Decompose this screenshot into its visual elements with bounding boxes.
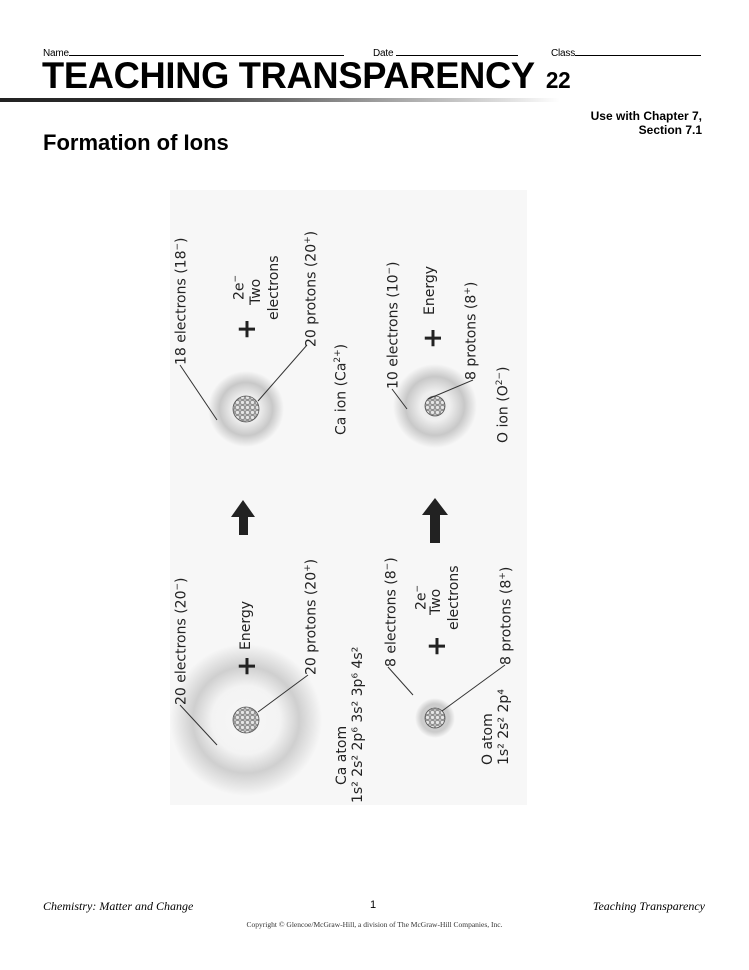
ca-ion-protons-label: 20 protons (20+) bbox=[303, 230, 320, 347]
ca-two-label: Two bbox=[248, 278, 264, 305]
ca-atom-electrons-label: 20 electrons (20−) bbox=[173, 577, 190, 706]
footer-page-number: 1 bbox=[370, 899, 377, 911]
o-ion-diagram bbox=[391, 364, 477, 448]
figure-landscape: 20 electrons (20−) + Energy 20 protons (… bbox=[170, 190, 527, 805]
ca-atom-protons-label: 20 protons (20+) bbox=[303, 558, 320, 675]
figure-graphics bbox=[170, 344, 506, 796]
page-title: TEACHING TRANSPARENCY 22 bbox=[42, 55, 571, 100]
ca-electrons-label: electrons bbox=[266, 255, 282, 320]
ca-ion-electrons-label: 18 electrons (18−) bbox=[173, 237, 190, 366]
use-with-chapter: Use with Chapter 7, bbox=[590, 109, 702, 123]
ca-atom-name: Ca atom bbox=[334, 725, 350, 785]
o-electrons-label: electrons bbox=[446, 565, 462, 630]
ca-reaction-arrow bbox=[231, 500, 255, 535]
date-blank bbox=[395, 46, 518, 56]
footer-section-title: Teaching Transparency bbox=[592, 899, 705, 913]
o-atom-config: 1s² 2s² 2p⁴ bbox=[496, 689, 512, 765]
o-two-label: Two bbox=[428, 588, 444, 615]
title-text: TEACHING TRANSPARENCY bbox=[42, 55, 535, 96]
o-atom-electrons-label: 8 electrons (8−) bbox=[383, 557, 400, 667]
date-label: Date bbox=[373, 48, 394, 59]
name-label: Name bbox=[43, 48, 69, 59]
o-plus-sign: + bbox=[422, 635, 452, 657]
footer-book-title: Chemistry: Matter and Change bbox=[43, 899, 194, 913]
name-field: Name bbox=[43, 46, 344, 59]
title-number: 22 bbox=[545, 67, 571, 93]
name-blank bbox=[68, 46, 344, 56]
ca-2e-label: 2e− bbox=[231, 274, 248, 300]
ca-ion-name: Ca ion (Ca2+) bbox=[333, 343, 350, 435]
o-ion-plus-sign: + bbox=[418, 327, 448, 349]
use-with-note: Use with Chapter 7, Section 7.1 bbox=[591, 109, 702, 137]
ca-atom-config: 1s² 2s² 2p⁶ 3s² 3p⁶ 4s² bbox=[350, 646, 366, 803]
ca-ion-diagram bbox=[179, 344, 308, 447]
o-atom-protons-label: 8 protons (8+) bbox=[498, 566, 515, 665]
ca-plus-sign: + bbox=[232, 655, 262, 677]
use-with-section: Section 7.1 bbox=[638, 123, 702, 137]
class-blank bbox=[575, 46, 702, 56]
o-ion-protons-label: 8 protons (8+) bbox=[463, 281, 480, 380]
o-ion-electrons-label: 10 electrons (10−) bbox=[385, 261, 402, 390]
section-subtitle: Formation of Ions bbox=[43, 130, 229, 155]
o-atom-diagram bbox=[387, 664, 506, 738]
header-rule bbox=[0, 98, 560, 102]
ion-formation-figure: 20 electrons (20−) + Energy 20 protons (… bbox=[170, 190, 527, 805]
o-ion-name: O ion (O2−) bbox=[495, 366, 512, 443]
copyright-notice: Copyright © Glencoe/McGraw-Hill, a divis… bbox=[246, 920, 503, 929]
ca-energy-label: Energy bbox=[238, 600, 254, 650]
date-field: Date bbox=[373, 46, 518, 59]
o-energy-label: Energy bbox=[422, 265, 438, 315]
ca-ion-plus-sign: + bbox=[232, 318, 262, 340]
o-2e-label: 2e− bbox=[413, 584, 430, 610]
ca-atom-diagram bbox=[170, 644, 322, 796]
o-atom-name: O atom bbox=[480, 713, 496, 765]
class-label: Class bbox=[551, 48, 576, 59]
o-reaction-arrow bbox=[422, 498, 448, 543]
class-field: Class bbox=[551, 46, 702, 59]
